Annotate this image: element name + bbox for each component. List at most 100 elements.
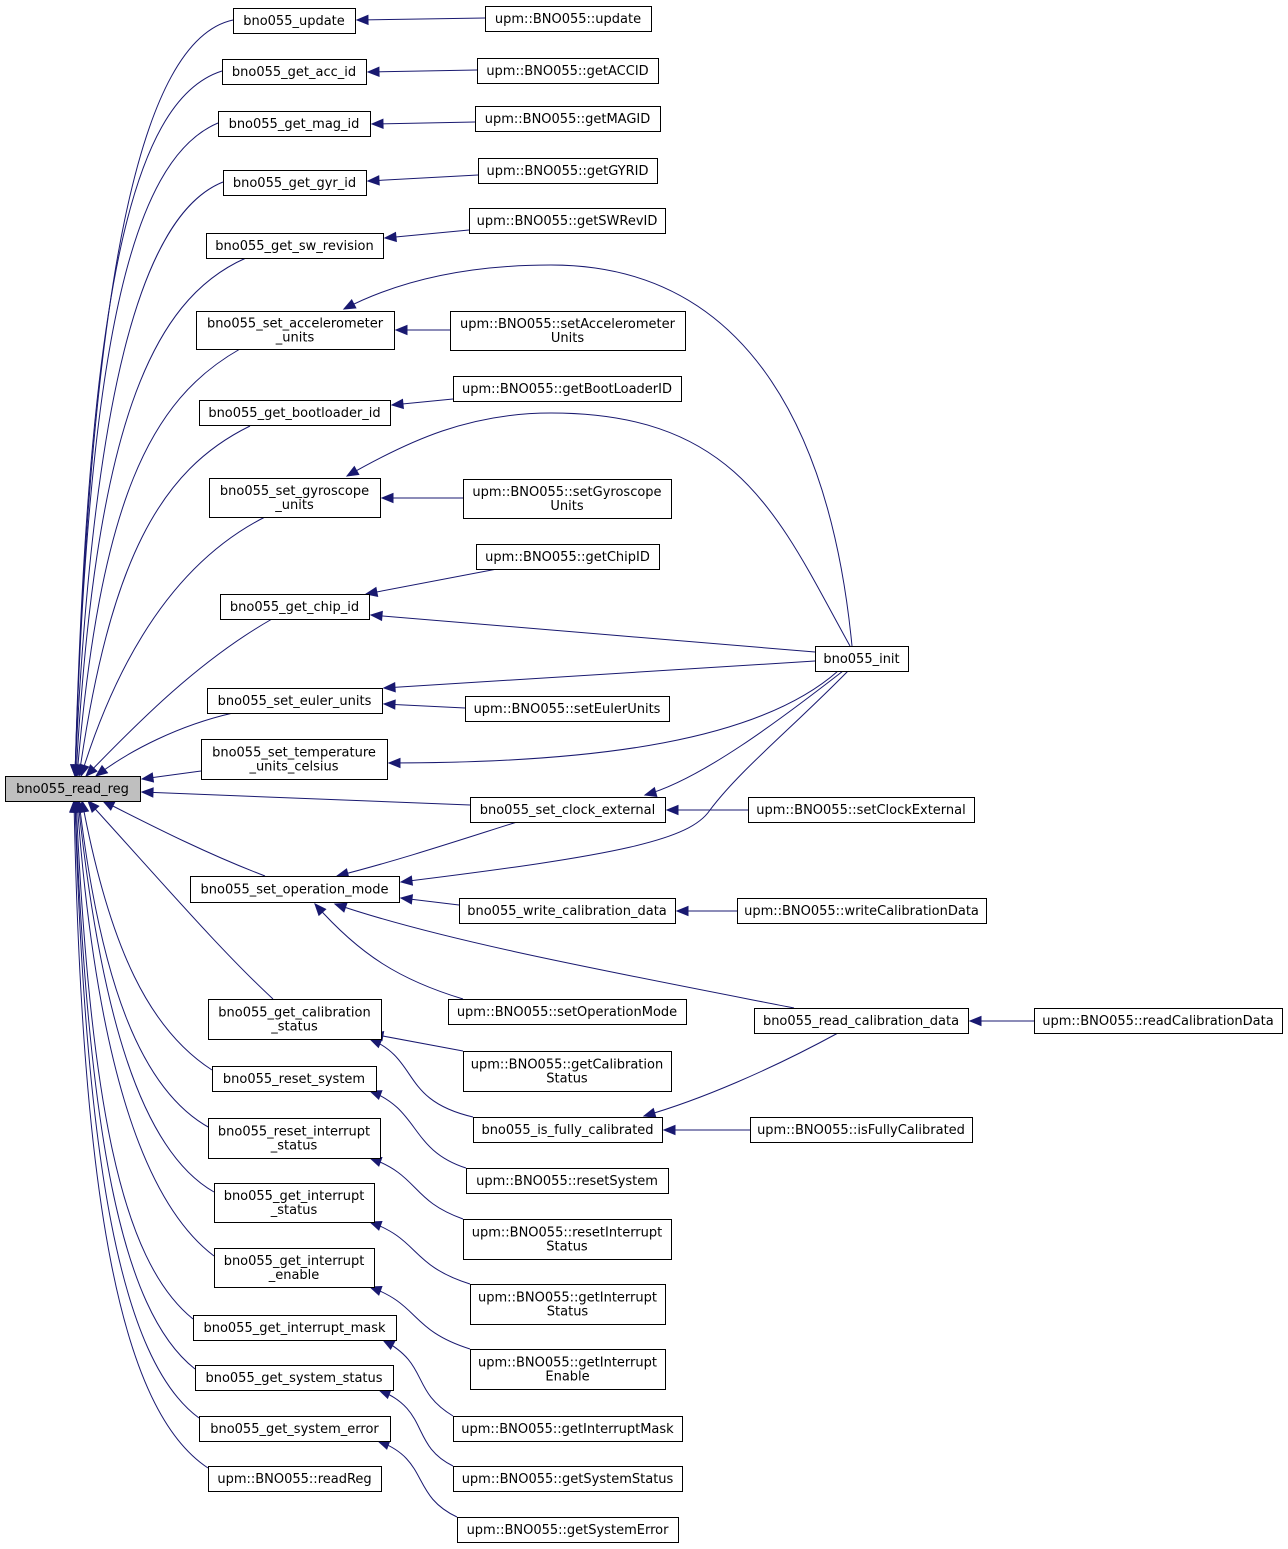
node-box [220, 594, 370, 620]
node-box [748, 797, 975, 823]
node-label: upm::BNO055::getCalibration [471, 1058, 663, 1073]
node-read-calibration-data[interactable]: bno055_read_calibration_data [754, 1008, 969, 1034]
node-upm-update[interactable]: upm::BNO055::update [485, 6, 652, 32]
node-get-bootloader-id[interactable]: bno055_get_bootloader_id [199, 400, 391, 426]
node-label: _status [270, 1020, 318, 1035]
node-upm-getBootLoaderID[interactable]: upm::BNO055::getBootLoaderID [453, 376, 682, 402]
node-update[interactable]: bno055_update [233, 8, 356, 34]
edge-line [400, 670, 849, 883]
node-is-fully-calibrated[interactable]: bno055_is_fully_calibrated [473, 1117, 663, 1143]
node-box [448, 999, 687, 1025]
edge-upm_getChipID-to-get_chip_id [364, 568, 498, 597]
edge-upm_setGyroscopeUnits-to-set_gyroscope_units [380, 492, 463, 504]
edge-set_gyroscope_units-to-read_reg [79, 516, 266, 778]
node-upm-getMAGID[interactable]: upm::BNO055::getMAGID [475, 106, 661, 132]
node-upm-getGYRID[interactable]: upm::BNO055::getGYRID [478, 158, 658, 184]
node-get-calibration-status[interactable]: bno055_get_calibration_status [208, 999, 382, 1040]
edge-line [78, 425, 251, 777]
edge-line [102, 800, 266, 877]
node-upm-getChipID[interactable]: upm::BNO055::getChipID [476, 544, 660, 570]
edge-line [74, 122, 219, 777]
node-get-mag-id[interactable]: bno055_get_mag_id [218, 111, 371, 137]
edge-upm_getSWRevID-to-get_sw_revision [383, 229, 470, 243]
node-get-gyr-id[interactable]: bno055_get_gyr_id [223, 170, 367, 196]
node-reset-interrupt-status[interactable]: bno055_reset_interrupt_status [208, 1118, 381, 1159]
node-upm-writeCalibrationData[interactable]: upm::BNO055::writeCalibrationData [737, 898, 987, 924]
node-read-reg[interactable]: bno055_read_reg [5, 776, 141, 802]
node-label: bno055_get_system_error [210, 1422, 379, 1437]
edge-upm_setOperationMode-to-set_operation_mode [314, 903, 464, 1000]
node-upm-getInterruptMask[interactable]: upm::BNO055::getInterruptMask [453, 1416, 683, 1442]
node-get-interrupt-mask[interactable]: bno055_get_interrupt_mask [193, 1315, 397, 1341]
node-upm-resetSystem[interactable]: upm::BNO055::resetSystem [466, 1168, 669, 1194]
node-upm-setClockExternal[interactable]: upm::BNO055::setClockExternal [748, 797, 975, 823]
node-set-gyroscope-units[interactable]: bno055_set_gyroscope_units [209, 478, 381, 518]
node-label: upm::BNO055::setClockExternal [756, 803, 966, 818]
node-label: upm::BNO055::getInterruptMask [461, 1422, 674, 1437]
edge-line [74, 181, 224, 777]
edge-line [85, 618, 273, 777]
arrowhead [369, 610, 383, 622]
edge-line [377, 1440, 458, 1518]
node-get-acc-id[interactable]: bno055_get_acc_id [222, 59, 367, 85]
node-upm-getSystemError[interactable]: upm::BNO055::getSystemError [457, 1517, 679, 1543]
node-label: upm::BNO055::getGYRID [487, 164, 649, 179]
node-upm-setEulerUnits[interactable]: upm::BNO055::setEulerUnits [465, 696, 670, 722]
edge-set_clock_external-to-read_reg [140, 787, 471, 806]
node-upm-getSystemStatus[interactable]: upm::BNO055::getSystemStatus [453, 1466, 683, 1492]
node-box [470, 1349, 666, 1390]
node-set-operation-mode[interactable]: bno055_set_operation_mode [190, 876, 400, 903]
node-box [195, 1365, 394, 1391]
edge-line [367, 174, 479, 182]
arrowhead [399, 875, 414, 886]
node-upm-isFullyCalibrated[interactable]: upm::BNO055::isFullyCalibrated [750, 1117, 973, 1143]
node-set-euler-units[interactable]: bno055_set_euler_units [207, 688, 383, 714]
node-box [218, 111, 371, 137]
node-reset-system[interactable]: bno055_reset_system [212, 1066, 377, 1092]
edge-upm_update-to-update [355, 14, 486, 26]
arrowhead [382, 682, 396, 693]
node-upm-readCalibrationData[interactable]: upm::BNO055::readCalibrationData [1034, 1008, 1283, 1034]
node-label: upm::BNO055::setOperationMode [457, 1005, 677, 1020]
node-get-chip-id[interactable]: bno055_get_chip_id [220, 594, 370, 620]
edge-line [383, 703, 466, 709]
node-upm-getACCID[interactable]: upm::BNO055::getACCID [477, 58, 659, 84]
node-write-calibration-data[interactable]: bno055_write_calibration_data [459, 898, 676, 924]
node-set-temperature-units[interactable]: bno055_set_temperature_units_celsius [201, 739, 388, 780]
node-set-accelerometer-units[interactable]: bno055_set_accelerometer_units [196, 311, 395, 350]
node-get-interrupt-status[interactable]: bno055_get_interrupt_status [214, 1183, 375, 1223]
node-get-system-status[interactable]: bno055_get_system_status [195, 1365, 394, 1391]
node-label: upm::BNO055::getInterrupt [478, 1291, 657, 1306]
node-upm-readReg[interactable]: upm::BNO055::readReg [208, 1466, 382, 1492]
edge-get_calibration_status-to-read_reg [87, 800, 274, 1000]
edge-upm_readReg-to-read_reg [68, 799, 209, 1469]
edge-upm_resetSystem-to-reset_system [368, 1090, 467, 1169]
arrowhead [368, 1285, 383, 1296]
node-label: Enable [545, 1370, 589, 1385]
node-box [1034, 1008, 1283, 1034]
node-set-clock-external[interactable]: bno055_set_clock_external [470, 797, 666, 823]
arrowhead [68, 799, 80, 813]
node-init[interactable]: bno055_init [815, 646, 909, 672]
edge-line [74, 70, 223, 777]
node-upm-setOperationMode[interactable]: upm::BNO055::setOperationMode [448, 999, 687, 1025]
node-upm-getSWRevID[interactable]: upm::BNO055::getSWRevID [469, 208, 666, 234]
node-box [465, 696, 670, 722]
edge-line [369, 1038, 474, 1118]
node-box [463, 479, 672, 519]
node-get-sw-revision[interactable]: bno055_get_sw_revision [206, 233, 384, 259]
node-get-system-error[interactable]: bno055_get_system_error [199, 1416, 391, 1442]
node-box [193, 1315, 397, 1341]
node-box [196, 311, 395, 350]
node-get-interrupt-enable[interactable]: bno055_get_interrupt_enable [214, 1248, 375, 1288]
node-label: Status [546, 1072, 588, 1087]
node-label: bno055_get_system_status [205, 1371, 382, 1386]
edge-upm_setClockExternal-to-set_clock_external [665, 804, 748, 816]
